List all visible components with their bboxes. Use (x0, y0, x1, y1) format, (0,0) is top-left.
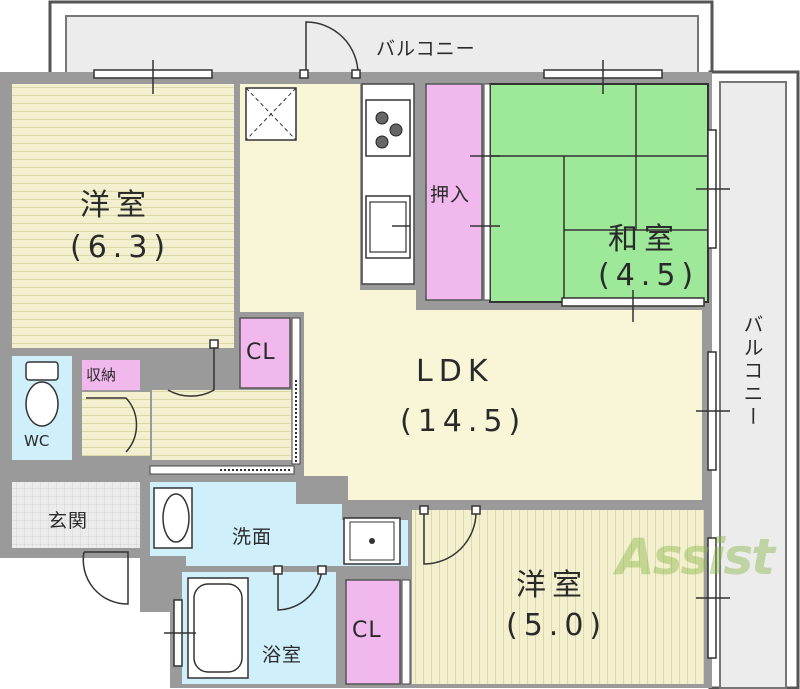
japanese-room-name: 和室 (608, 222, 680, 257)
japanese-room-size: (4.5) (598, 258, 700, 293)
closet-1-label: CL (246, 340, 276, 365)
entrance (12, 482, 140, 548)
refrigerator-space (245, 87, 297, 141)
western-room-2-name: 洋室 (516, 568, 588, 603)
toilet-icon (25, 361, 59, 427)
closet-1 (239, 317, 291, 389)
western-room-1-name: 洋室 (80, 188, 152, 223)
western-room-1-size: (6.3) (70, 230, 172, 265)
closet-2 (345, 579, 401, 685)
window-bathroom (164, 599, 196, 667)
room-japanese (489, 83, 709, 303)
storage-label: 収納 (86, 366, 117, 384)
balcony-top (48, 0, 714, 76)
ldk-size: (14.5) (400, 404, 527, 439)
room-ldk (240, 84, 702, 500)
washing-machine-space (343, 517, 401, 565)
room-western-2 (412, 510, 704, 684)
balcony-top-label: バルコニー (376, 38, 476, 60)
window-top-1 (93, 60, 213, 94)
closet-2-label: CL (352, 618, 382, 643)
room-western-1 (12, 84, 234, 348)
window-top-2 (543, 60, 663, 94)
watermark-logo: Assist (616, 528, 775, 586)
wash-basin-icon (153, 487, 193, 549)
corridor (152, 390, 292, 460)
window-right-1 (696, 129, 730, 249)
oshiire-closet (425, 83, 483, 301)
washroom-label: 洗面 (232, 526, 273, 548)
oshiire-label: 押入 (430, 184, 471, 206)
window-right-3 (696, 537, 730, 659)
sink-icon (365, 195, 411, 259)
bathtub-icon (187, 577, 249, 679)
bathroom-label: 浴室 (262, 644, 303, 666)
balcony-right (708, 70, 800, 689)
entrance-label: 玄関 (48, 510, 89, 532)
balcony-right-label: バルコニー (740, 314, 764, 429)
stove-icon (365, 99, 411, 157)
wc-label: WC (24, 432, 50, 450)
western-room-2-size: (5.0) (506, 608, 608, 643)
window-right-2 (696, 351, 730, 471)
storage-closet (82, 360, 140, 390)
ldk-name: LDK (416, 354, 494, 389)
door-swings (82, 21, 481, 611)
window-japanese-inner (561, 290, 705, 322)
